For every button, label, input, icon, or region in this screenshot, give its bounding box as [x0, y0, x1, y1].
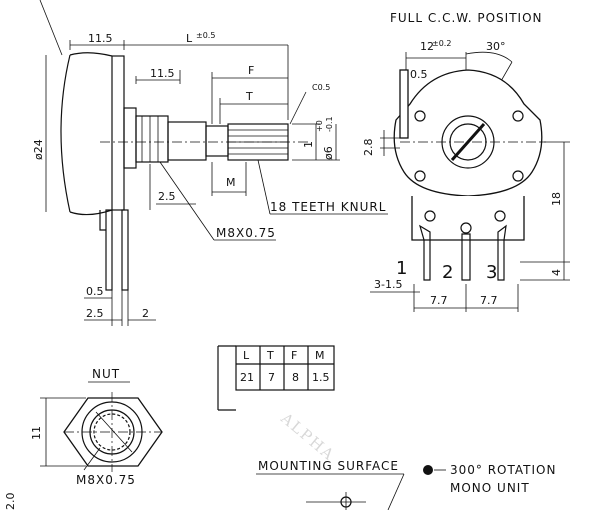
dim-2-0: 2.0 — [4, 493, 17, 510]
dim-11-5-top: 11.5 — [88, 32, 113, 45]
dim-F: F — [248, 64, 254, 77]
table-header-T: T — [266, 349, 274, 362]
dim-18: 18 — [550, 192, 563, 206]
label-rotation: 300° ROTATION — [450, 463, 556, 477]
dim-2-8: 2.8 — [362, 139, 375, 157]
dim-c0-5: C0.5 — [312, 83, 330, 92]
table-header-F: F — [291, 349, 297, 362]
label-thread-nut: M8X0.75 — [76, 473, 136, 487]
dim-11-5-mid: 11.5 — [150, 67, 175, 80]
dim-2-5-left: 2.5 — [86, 307, 104, 320]
dim-4: 4 — [550, 269, 563, 276]
table-header-M: M — [315, 349, 325, 362]
dim-12: 12 — [420, 40, 434, 53]
terminal-1: 1 — [396, 258, 407, 279]
dimension-table: L T F M 21 7 8 1.5 — [217, 345, 335, 411]
front-view: FULL C.C.W. POSITION 12 ±0.2 30° 0.5 2.8 — [362, 11, 570, 312]
terminal-2: 2 — [442, 262, 453, 283]
label-nut: NUT — [92, 367, 120, 381]
dim-0-5-right: 0.5 — [410, 68, 428, 81]
dim-dia6-tol-bot: -0.1 — [325, 116, 334, 132]
watermark: ALPHA — [277, 409, 339, 465]
label-teeth-knurl: 18 TEETH KNURL — [270, 200, 386, 214]
label-thread-main: M8X0.75 — [216, 226, 276, 240]
nut-view: NUT 11 M8X0.75 2.0 — [4, 367, 163, 510]
dim-12-tol: ±0.2 — [432, 39, 451, 48]
dim-1: 1 — [302, 141, 315, 148]
dim-7-7a: 7.7 — [430, 294, 448, 307]
dim-L: L — [186, 32, 193, 45]
mounting-surface-view: MOUNTING SURFACE 300° ROTATION MONO UNIT — [256, 459, 556, 510]
terminal-3: 3 — [486, 262, 497, 283]
dim-30-deg: 30° — [486, 40, 506, 53]
table-cell-L: 21 — [240, 371, 254, 384]
label-full-ccw: FULL C.C.W. POSITION — [390, 11, 543, 25]
dim-M: M — [226, 176, 236, 189]
dim-dia6-tol-top: +0 — [315, 120, 324, 132]
table-cell-T: 7 — [268, 371, 275, 384]
dim-3-1-5: 3-1.5 — [374, 278, 402, 291]
table-cell-M: 1.5 — [312, 371, 330, 384]
dim-2-5: 2.5 — [158, 190, 176, 203]
table-cell-F: 8 — [292, 371, 299, 384]
label-mono-unit: MONO UNIT — [450, 481, 530, 495]
dim-7-7b: 7.7 — [480, 294, 498, 307]
dim-T: T — [245, 90, 253, 103]
side-view: 11.5 L ±0.5 11.5 F T C0.5 ø24 1 ø6 +0 -0… — [32, 0, 388, 326]
dim-dia24: ø24 — [32, 139, 45, 160]
label-mounting-surface: MOUNTING SURFACE — [258, 459, 399, 473]
dim-dia6: ø6 — [322, 146, 335, 160]
dim-11-nut: 11 — [30, 426, 43, 440]
dim-L-tolerance: ±0.5 — [196, 31, 215, 40]
dim-0-5-left: 0.5 — [86, 285, 104, 298]
table-header-L: L — [243, 349, 250, 362]
dim-2-left: 2 — [142, 307, 149, 320]
